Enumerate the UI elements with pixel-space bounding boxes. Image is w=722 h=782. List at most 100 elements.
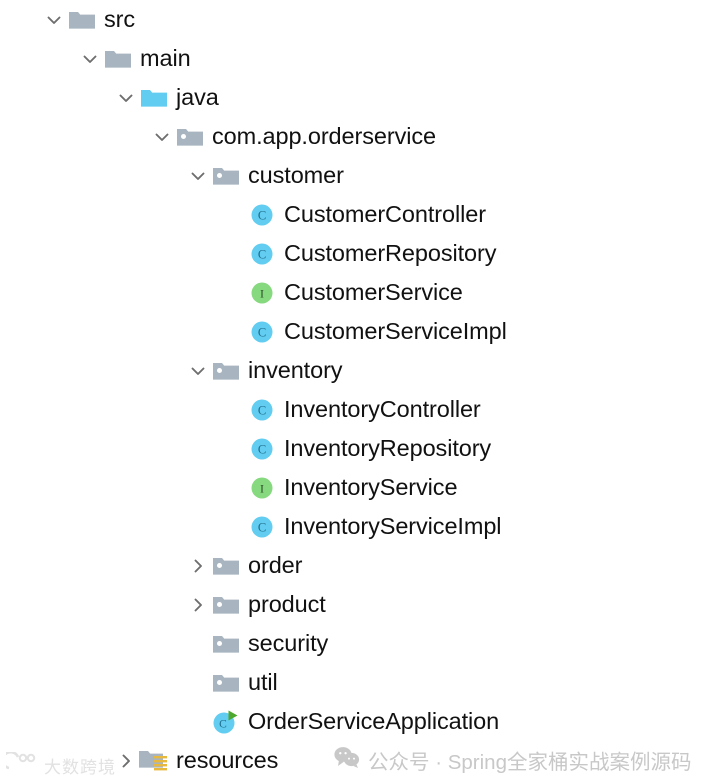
svg-text:C: C	[258, 208, 266, 222]
tree-twisty-placeholder	[221, 468, 247, 507]
tree-node-label: InventoryController	[284, 395, 481, 422]
tree-node-label: inventory	[248, 356, 343, 383]
tree-node-label: customer	[248, 161, 344, 188]
watermark-left: 大数跨境	[1, 750, 116, 779]
tree-indent	[0, 370, 185, 371]
wechat-icon	[334, 746, 360, 774]
tree-twisty-placeholder	[221, 507, 247, 546]
tree-indent	[0, 448, 221, 449]
svg-text:C: C	[258, 403, 266, 417]
chevron-down-icon[interactable]	[113, 78, 139, 117]
chevron-down-icon[interactable]	[185, 156, 211, 195]
runnable-class-icon: C	[211, 702, 241, 741]
tree-node-label: InventoryServiceImpl	[284, 512, 502, 539]
tree-indent	[0, 175, 185, 176]
watermark-left-text: 大数跨境	[44, 758, 116, 778]
tree-row[interactable]: C InventoryServiceImpl	[0, 507, 722, 546]
tree-node-label: product	[248, 590, 326, 617]
folder-icon	[103, 39, 133, 78]
tree-twisty-placeholder	[221, 195, 247, 234]
tree-indent	[0, 682, 185, 683]
tree-twisty-placeholder	[185, 624, 211, 663]
svg-text:C: C	[219, 718, 227, 730]
tree-node-label: main	[140, 44, 191, 71]
tree-row[interactable]: C InventoryRepository	[0, 429, 722, 468]
svg-text:I: I	[260, 481, 264, 495]
svg-text:C: C	[258, 520, 266, 534]
tree-indent	[0, 136, 149, 137]
source-folder-icon	[139, 78, 169, 117]
tree-row[interactable]: C CustomerController	[0, 195, 722, 234]
tree-twisty-placeholder	[185, 663, 211, 702]
tree-indent	[0, 97, 113, 98]
tree-node-label: CustomerController	[284, 200, 486, 227]
tree-row[interactable]: util	[0, 663, 722, 702]
tree-twisty-placeholder	[221, 273, 247, 312]
package-icon	[211, 351, 241, 390]
tree-indent	[0, 253, 221, 254]
tree-indent	[0, 292, 221, 293]
tree-twisty-placeholder	[221, 390, 247, 429]
tree-node-label: order	[248, 551, 303, 578]
tree-row[interactable]: src	[0, 0, 722, 39]
chevron-down-icon[interactable]	[185, 351, 211, 390]
tree-node-label: src	[104, 5, 136, 32]
chevron-down-icon[interactable]	[77, 39, 103, 78]
tree-row[interactable]: product	[0, 585, 722, 624]
tree-twisty-placeholder	[221, 312, 247, 351]
dashujingjing-logo-icon	[1, 750, 40, 779]
tree-row[interactable]: C InventoryController	[0, 390, 722, 429]
tree-indent	[0, 526, 221, 527]
svg-text:C: C	[258, 325, 266, 339]
chevron-down-icon[interactable]	[149, 117, 175, 156]
folder-icon	[67, 0, 97, 39]
chevron-down-icon[interactable]	[41, 0, 67, 39]
tree-indent	[0, 58, 77, 59]
tree-row[interactable]: security	[0, 624, 722, 663]
tree-node-label: InventoryService	[284, 473, 458, 500]
tree-indent	[0, 643, 185, 644]
java-class-icon: C	[247, 507, 277, 546]
tree-node-label: security	[248, 629, 329, 656]
java-class-icon: C	[247, 312, 277, 351]
tree-indent	[0, 19, 41, 20]
tree-indent	[0, 565, 185, 566]
java-interface-icon: I	[247, 273, 277, 312]
tree-row[interactable]: java	[0, 78, 722, 117]
tree-indent	[0, 409, 221, 410]
chevron-right-icon[interactable]	[113, 741, 139, 780]
watermark-right: 公众号 · Spring全家桶实战案例源码	[334, 745, 691, 775]
tree-node-label: OrderServiceApplication	[248, 707, 500, 734]
chevron-right-icon[interactable]	[185, 585, 211, 624]
tree-twisty-placeholder	[221, 234, 247, 273]
watermark-right-text: 公众号 · Spring全家桶实战案例源码	[368, 751, 692, 774]
tree-node-label: java	[176, 83, 219, 110]
tree-row[interactable]: I InventoryService	[0, 468, 722, 507]
svg-text:C: C	[258, 247, 266, 261]
tree-node-label: CustomerService	[284, 278, 463, 305]
java-class-icon: C	[247, 234, 277, 273]
tree-node-label: InventoryRepository	[284, 434, 492, 461]
chevron-right-icon[interactable]	[185, 546, 211, 585]
tree-row[interactable]: com.app.orderservice	[0, 117, 722, 156]
java-class-icon: C	[247, 390, 277, 429]
tree-node-label: com.app.orderservice	[212, 122, 436, 149]
tree-node-label: util	[248, 668, 278, 695]
tree-row[interactable]: inventory	[0, 351, 722, 390]
tree-indent	[0, 721, 185, 722]
tree-row[interactable]: order	[0, 546, 722, 585]
tree-row[interactable]: main	[0, 39, 722, 78]
tree-indent	[0, 604, 185, 605]
java-class-icon: C	[247, 429, 277, 468]
tree-node-label: resources	[176, 746, 279, 773]
tree-row[interactable]: resources	[0, 741, 722, 780]
java-class-icon: C	[247, 195, 277, 234]
package-icon	[211, 156, 241, 195]
tree-row[interactable]: C OrderServiceApplication	[0, 702, 722, 741]
tree-indent	[0, 214, 221, 215]
tree-row[interactable]: I CustomerService	[0, 273, 722, 312]
tree-row[interactable]: customer	[0, 156, 722, 195]
